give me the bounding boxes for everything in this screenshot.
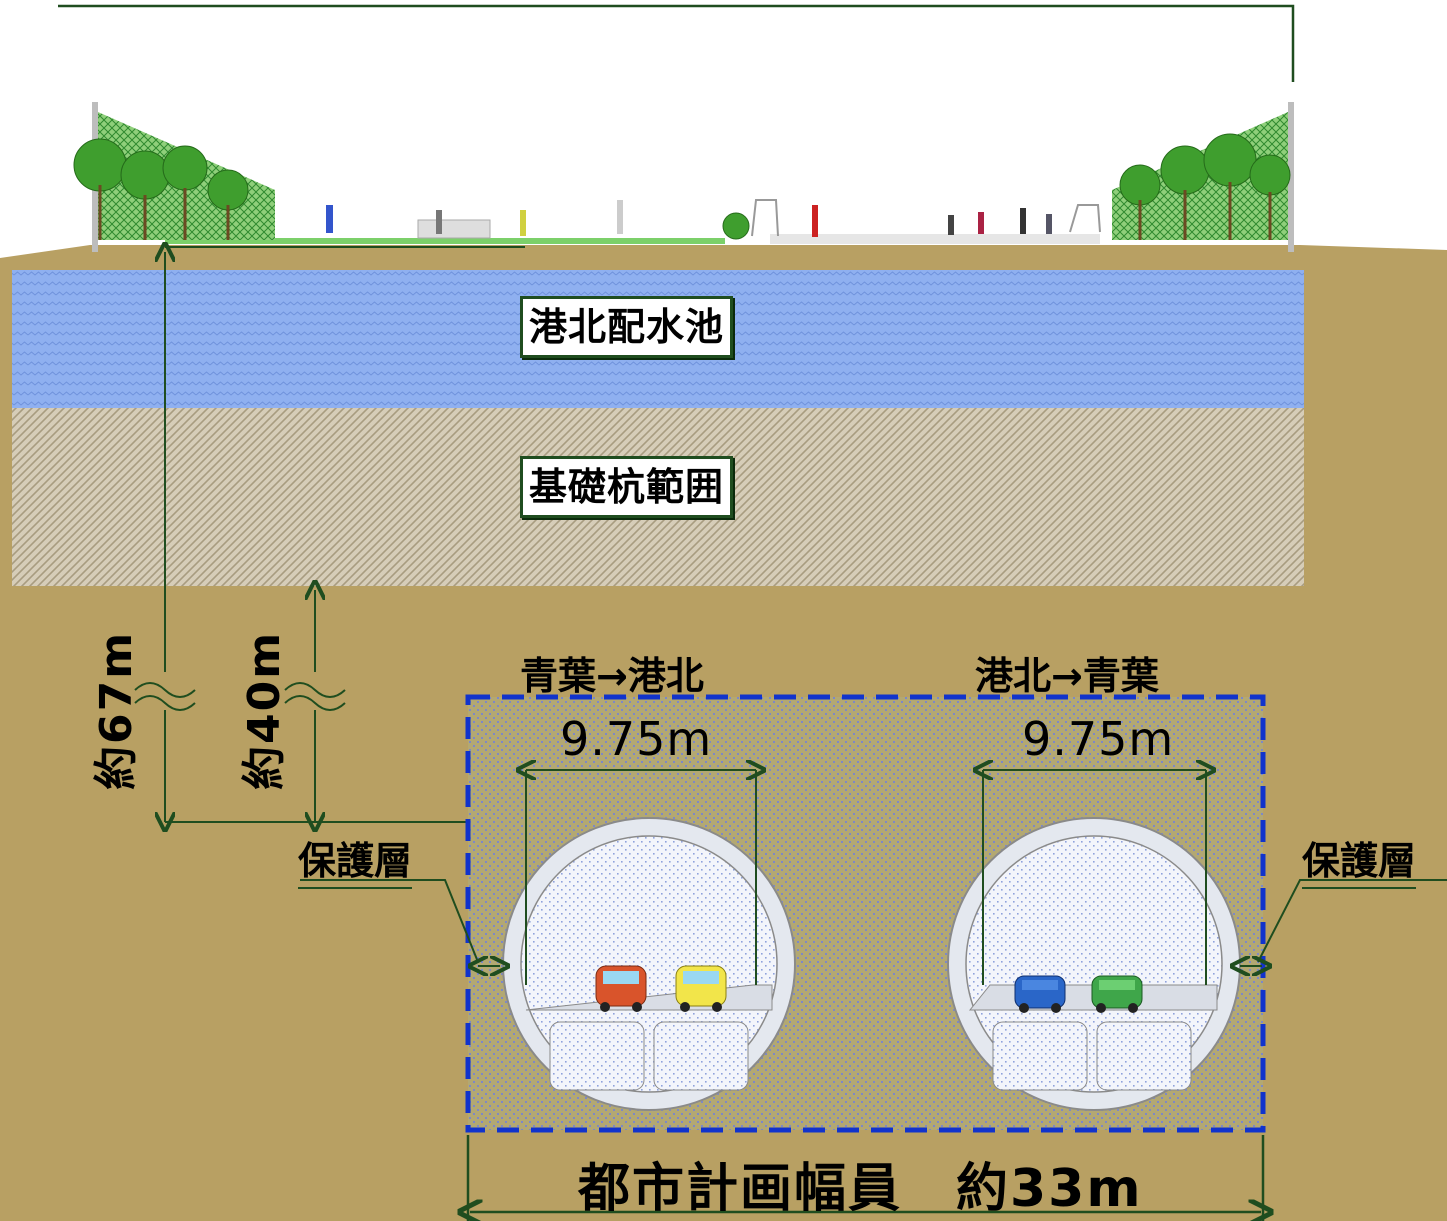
tree-icon — [73, 133, 1291, 240]
tunnel-icon — [947, 817, 1241, 1111]
plan-width-label: 都市計画幅員 約33m — [578, 1159, 1143, 1219]
car-icon — [675, 965, 727, 1012]
car-icon — [1014, 975, 1066, 1013]
protection-layer-left-label: 保護層 — [298, 830, 413, 889]
person-icon — [326, 200, 1052, 237]
pile-range-label: 基礎杭範囲 — [520, 456, 734, 518]
depth-total-label: 約67m — [91, 630, 142, 790]
depth-pile-label: 約40m — [239, 630, 290, 790]
width-right-label: 9.75m — [1022, 712, 1175, 766]
direction-left-label: 青葉→港北 — [520, 654, 704, 698]
car-icon — [595, 965, 647, 1012]
tunnel-icon — [502, 817, 796, 1111]
width-left-label: 9.75m — [560, 712, 713, 766]
direction-right-label: 港北→青葉 — [975, 654, 1159, 698]
protection-layer-right-label: 保護層 — [1302, 830, 1417, 889]
car-icon — [1091, 975, 1143, 1013]
reservoir-label: 港北配水池 — [520, 296, 734, 358]
goal-icon — [751, 199, 1101, 237]
